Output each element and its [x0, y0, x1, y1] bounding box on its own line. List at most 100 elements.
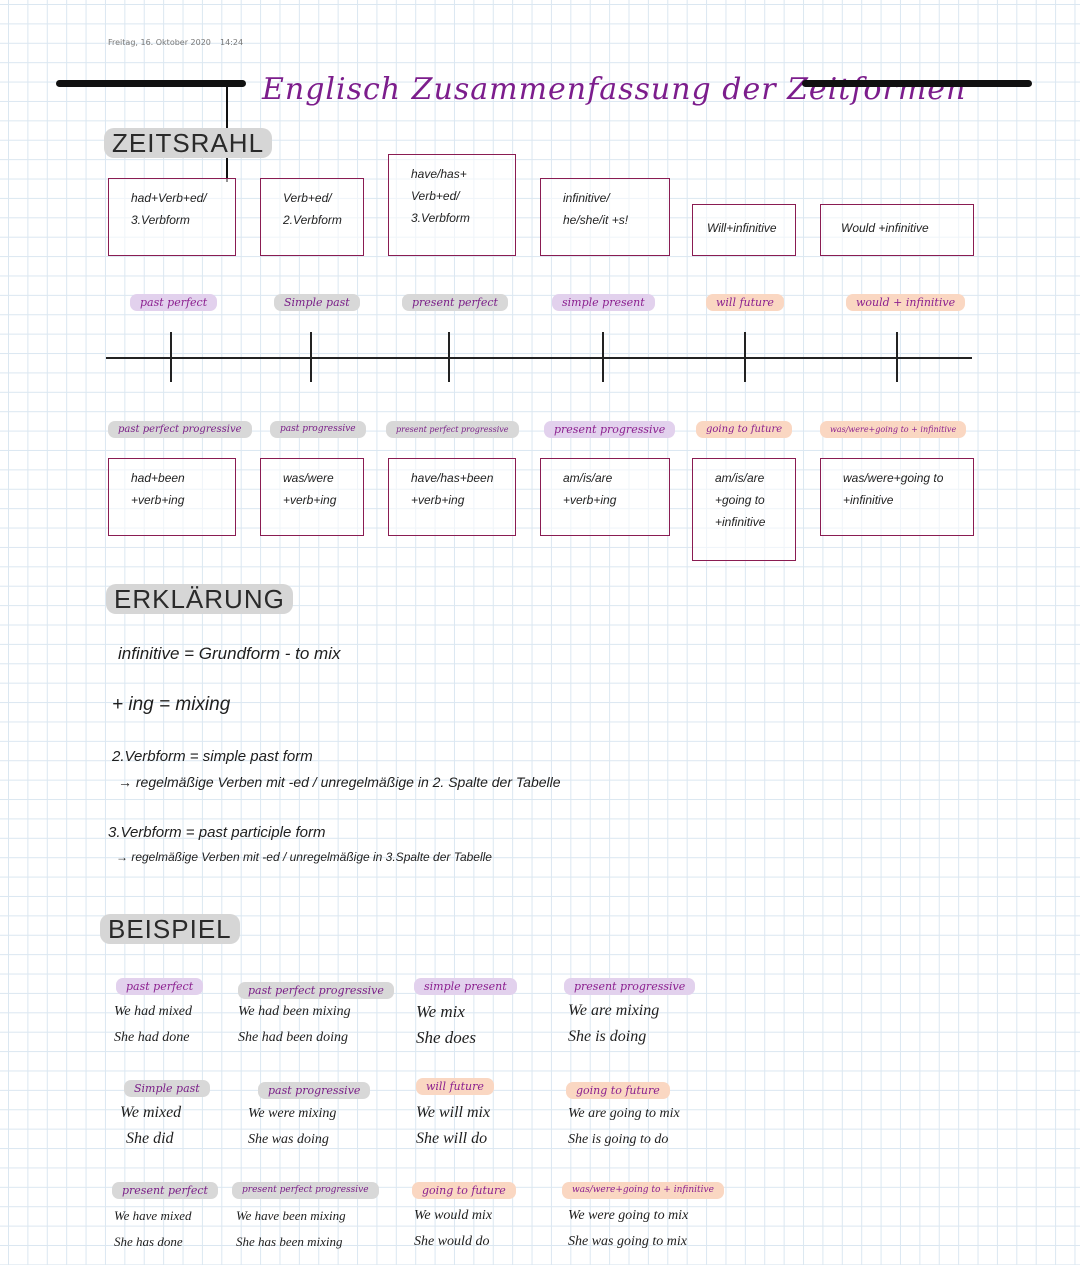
title-bar-right	[802, 80, 1032, 87]
explanation-verbform-3-note: → regelmäßige Verben mit -ed / unregelmä…	[116, 850, 492, 864]
label-present-progressive: present progressive	[544, 421, 676, 438]
box-line: 3.Verbform	[411, 211, 470, 225]
label-simple-present: simple present	[552, 294, 655, 311]
explanation-verbform-2-note: → regelmäßige Verben mit -ed / unregelmä…	[118, 774, 561, 790]
bottom-box-past-progressive: was/were +verb+ing	[260, 458, 364, 536]
example-sentence: We were mixing	[248, 1106, 337, 1121]
section-example-label: BEISPIEL	[100, 914, 240, 944]
example-sentence: She is going to do	[568, 1132, 669, 1147]
example-sentence: She has done	[114, 1234, 183, 1249]
top-box-simple-present: infinitive/ he/she/it +s!	[540, 178, 670, 256]
section-explanation: ERKLÄRUNG	[106, 584, 293, 615]
section-timeline: ZEITSRAHL	[104, 128, 273, 159]
example-sentence: We have mixed	[114, 1208, 192, 1223]
bottom-box-present-perfect-progressive: have/has+been +verb+ing	[388, 458, 516, 536]
top-box-will-future: Will+infinitive	[692, 204, 796, 256]
section-timeline-label: ZEITSRAHL	[104, 128, 273, 158]
box-line: was/were	[283, 471, 334, 485]
timeline-axis	[106, 357, 972, 359]
label-going-to-future: going to future	[696, 421, 793, 438]
box-line: had+Verb+ed/	[131, 191, 207, 205]
box-line: +infinitive	[843, 493, 894, 507]
top-box-past-perfect: had+Verb+ed/ 3.Verbform	[108, 178, 236, 256]
bottom-box-going-to-future: am/is/are +going to +infinitive	[692, 458, 796, 561]
box-line: was/were+going to	[843, 471, 944, 485]
box-line: +verb+ing	[131, 493, 185, 507]
example-label: going to future	[566, 1082, 670, 1099]
page-title: Englisch Zusammenfassung der Zeitformen	[262, 72, 967, 107]
box-line: +verb+ing	[283, 493, 337, 507]
timeline-tick	[602, 332, 604, 382]
example-sentence: We will mix	[416, 1104, 491, 1121]
example-label: present perfect progressive	[232, 1182, 379, 1199]
box-line: infinitive/	[563, 191, 610, 205]
example-label: was/were+going to + infinitive	[562, 1182, 724, 1199]
label-past-progressive: past progressive	[270, 421, 366, 438]
note-time: 14:24	[220, 38, 244, 47]
example-sentence: We mix	[416, 1002, 465, 1021]
box-line: have/has+been	[411, 471, 494, 485]
box-line: am/is/are	[563, 471, 613, 485]
explanation-ing: + ing = mixing	[112, 694, 231, 715]
example-label: past perfect progressive	[238, 982, 394, 999]
box-line: 2.Verbform	[283, 213, 342, 227]
label-was-were-going-to: was/were+going to + infinitive	[820, 421, 967, 438]
box-line: Would +infinitive	[841, 221, 929, 235]
example-sentence: She would do	[414, 1234, 490, 1249]
example-sentence: She is doing	[568, 1028, 647, 1045]
example-sentence: We would mix	[414, 1208, 493, 1223]
example-sentence: She will do	[416, 1130, 488, 1147]
example-sentence: She was going to mix	[568, 1234, 687, 1249]
box-line: had+been	[131, 471, 185, 485]
example-sentence: She did	[126, 1130, 174, 1147]
label-will-future: will future	[706, 294, 784, 311]
box-line: Verb+ed/	[411, 189, 460, 203]
label-present-perfect-progressive: present perfect progressive	[386, 421, 519, 438]
example-sentence: We had been mixing	[238, 1004, 351, 1019]
example-sentence: We have been mixing	[236, 1208, 346, 1223]
bottom-box-past-perfect-progressive: had+been +verb+ing	[108, 458, 236, 536]
label-present-perfect: present perfect	[402, 294, 508, 311]
timeline-tick	[896, 332, 898, 382]
example-sentence: She does	[416, 1028, 476, 1047]
top-box-would: Would +infinitive	[820, 204, 974, 256]
box-line: +verb+ing	[563, 493, 617, 507]
example-sentence: We are going to mix	[568, 1106, 680, 1121]
explanation-verbform-2: 2.Verbform = simple past form	[112, 748, 313, 765]
box-line: have/has+	[411, 167, 467, 181]
bottom-box-was-were-going-to: was/were+going to +infinitive	[820, 458, 974, 536]
example-sentence: She was doing	[248, 1132, 329, 1147]
example-sentence: She had been doing	[238, 1030, 349, 1045]
label-past-perfect: past perfect	[130, 294, 218, 311]
example-sentence: We mixed	[120, 1104, 182, 1121]
top-box-simple-past: Verb+ed/ 2.Verbform	[260, 178, 364, 256]
label-would-infinitive: would + infinitive	[846, 294, 966, 311]
timeline-tick	[448, 332, 450, 382]
example-label: going to future	[412, 1182, 516, 1199]
explanation-infinitive: infinitive = Grundform - to mix	[118, 644, 341, 663]
example-label: past perfect	[116, 978, 204, 995]
example-label: present perfect	[112, 1182, 218, 1199]
box-line: +infinitive	[715, 515, 766, 529]
label-past-perfect-progressive: past perfect progressive	[108, 421, 252, 438]
example-sentence: She had done	[114, 1030, 190, 1045]
section-explanation-label: ERKLÄRUNG	[106, 584, 293, 614]
example-sentence: We had mixed	[114, 1004, 193, 1019]
timeline-tick	[310, 332, 312, 382]
note-date: Freitag, 16. Oktober 2020	[108, 38, 211, 47]
box-line: +going to	[715, 493, 765, 507]
timeline-tick	[744, 332, 746, 382]
timeline-tick	[170, 332, 172, 382]
box-line: he/she/it +s!	[563, 213, 629, 227]
example-label: simple present	[414, 978, 517, 995]
example-sentence: We are mixing	[568, 1002, 660, 1019]
example-label: past progressive	[258, 1082, 371, 1099]
section-example: BEISPIEL	[100, 914, 240, 945]
example-sentence: We were going to mix	[568, 1208, 689, 1223]
box-line: am/is/are	[715, 471, 765, 485]
explanation-verbform-3: 3.Verbform = past participle form	[108, 824, 326, 841]
bottom-box-present-progressive: am/is/are +verb+ing	[540, 458, 670, 536]
example-label: Simple past	[124, 1080, 210, 1097]
box-line: 3.Verbform	[131, 213, 190, 227]
title-bar-left	[56, 80, 246, 87]
